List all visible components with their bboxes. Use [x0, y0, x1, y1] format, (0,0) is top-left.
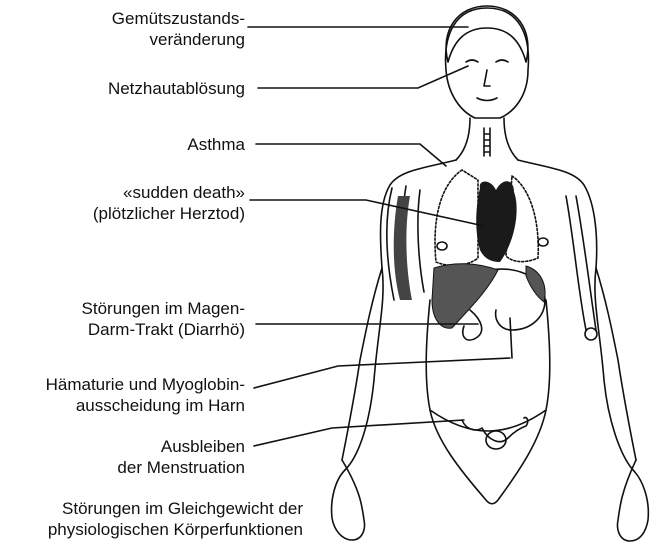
label-hematuria-line1: Hämaturie und Myoglobin-	[46, 374, 245, 395]
leader-menstruation	[254, 420, 464, 446]
label-mood-change-line2: veränderung	[112, 29, 245, 50]
label-homeostasis-line1: Störungen im Gleichgewicht der	[48, 498, 303, 519]
label-mood-change: Gemütszustands- veränderung	[112, 8, 245, 50]
label-sudden-death-line2: (plötzlicher Herztod)	[93, 203, 245, 224]
label-menstruation-line2: der Menstruation	[117, 457, 245, 478]
leader-asthma	[256, 144, 446, 166]
label-menstruation: Ausbleiben der Menstruation	[117, 436, 245, 478]
leader-hematuria	[254, 358, 510, 388]
label-retina: Netzhautablösung	[108, 78, 245, 99]
leader-sudden-death	[250, 200, 484, 226]
uterus-outline	[462, 417, 528, 441]
label-menstruation-line1: Ausbleiben	[117, 436, 245, 457]
left-hand	[332, 460, 365, 540]
neck-outline	[456, 118, 518, 160]
label-asthma-text: Asthma	[187, 134, 245, 155]
heart-shape	[476, 181, 516, 262]
label-retina-text: Netzhautablösung	[108, 78, 245, 99]
leader-retina	[258, 66, 468, 88]
label-hematuria-line2: ausscheidung im Harn	[46, 395, 245, 416]
label-homeostasis: Störungen im Gleichgewicht der physiolog…	[48, 498, 303, 540]
label-gi-line1: Störungen im Magen-	[82, 298, 245, 319]
label-asthma: Asthma	[187, 134, 245, 155]
lungs-outline	[435, 170, 478, 265]
hair-outline	[446, 6, 528, 62]
label-gi-disorders: Störungen im Magen- Darm-Trakt (Diarrhö)	[82, 298, 245, 340]
label-mood-change-line1: Gemütszustands-	[112, 8, 245, 29]
label-hematuria: Hämaturie und Myoglobin- ausscheidung im…	[46, 374, 245, 416]
label-sudden-death-line1: «sudden death»	[93, 182, 245, 203]
head-outline	[446, 8, 529, 118]
label-homeostasis-line2: physiologischen Körperfunktionen	[48, 519, 303, 540]
liver-shape	[432, 264, 498, 328]
label-gi-line2: Darm-Trakt (Diarrhö)	[82, 319, 245, 340]
right-hand	[618, 460, 649, 541]
label-sudden-death: «sudden death» (plötzlicher Herztod)	[93, 182, 245, 224]
